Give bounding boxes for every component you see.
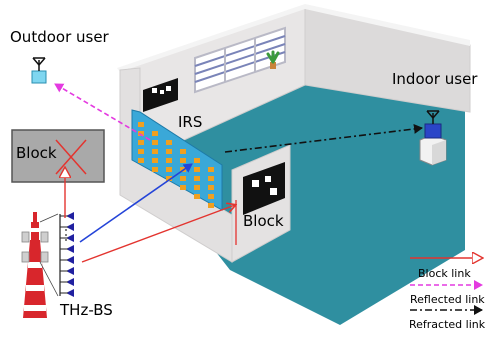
irs-element xyxy=(194,158,200,163)
irs-element xyxy=(166,149,172,154)
refracted-link xyxy=(224,124,423,153)
irs-element xyxy=(208,203,214,208)
irs-element xyxy=(194,194,200,199)
legend-reflected-label: Reflected link xyxy=(410,293,485,306)
legend xyxy=(410,258,482,315)
antenna-element-icon xyxy=(66,278,74,286)
back-wall-top xyxy=(117,4,305,72)
antenna-elements xyxy=(60,212,74,297)
irs-element xyxy=(166,140,172,145)
indoor-user-device xyxy=(419,110,447,166)
irs-label: IRS xyxy=(178,113,203,131)
legend-block-label: Block link xyxy=(418,267,471,280)
irs-element xyxy=(180,158,186,163)
blocked-link-room xyxy=(81,205,235,263)
irs-element xyxy=(208,194,214,199)
right-wall-top xyxy=(305,4,470,46)
antenna-element-icon xyxy=(66,245,74,253)
irs-panel xyxy=(131,109,223,211)
irs-element xyxy=(180,176,186,181)
indoor-user-label: Indoor user xyxy=(392,70,478,88)
irs-element xyxy=(180,185,186,190)
legend-refracted-label: Refracted link xyxy=(409,318,486,331)
irs-elements xyxy=(138,122,214,208)
irs-element xyxy=(208,185,214,190)
antenna-array xyxy=(39,212,74,297)
irs-element xyxy=(138,149,144,154)
outdoor-user-device xyxy=(31,57,47,84)
reflected-link xyxy=(54,83,151,141)
outdoor-user-label: Outdoor user xyxy=(10,28,109,46)
irs-element xyxy=(138,131,144,136)
irs-element xyxy=(194,176,200,181)
antenna-element-icon xyxy=(66,234,74,242)
irs-element xyxy=(180,149,186,154)
irs-element xyxy=(152,158,158,163)
antenna-element-icon xyxy=(66,256,74,264)
block-left-label: Block xyxy=(16,144,57,162)
plant-icon xyxy=(266,50,280,69)
irs-element xyxy=(208,167,214,172)
irs-element xyxy=(138,122,144,127)
block-picture-icon xyxy=(243,162,285,215)
thz-bs-label: THz-BS xyxy=(60,301,113,319)
irs-element xyxy=(166,176,172,181)
irs-element xyxy=(166,158,172,163)
irs-element xyxy=(208,176,214,181)
irs-element xyxy=(166,167,172,172)
block-room-label: Block xyxy=(243,212,284,230)
irs-element xyxy=(194,167,200,172)
antenna-element-icon xyxy=(66,267,74,275)
links xyxy=(54,83,423,263)
irs-element xyxy=(138,140,144,145)
irs-element xyxy=(138,158,144,163)
irs-element xyxy=(152,140,158,145)
incident-link xyxy=(79,163,193,243)
room xyxy=(117,4,471,325)
antenna-element-icon xyxy=(66,223,74,231)
obstacle-block xyxy=(11,129,105,183)
irs-element xyxy=(152,131,158,136)
antenna-element-icon xyxy=(66,289,74,297)
irs-element xyxy=(152,167,158,172)
irs-element xyxy=(152,149,158,154)
antenna-element-icon xyxy=(66,212,74,220)
wall-picture-icon xyxy=(143,78,178,112)
room-floor xyxy=(140,75,465,325)
thz-bs-tower xyxy=(21,212,49,318)
irs-element xyxy=(194,185,200,190)
